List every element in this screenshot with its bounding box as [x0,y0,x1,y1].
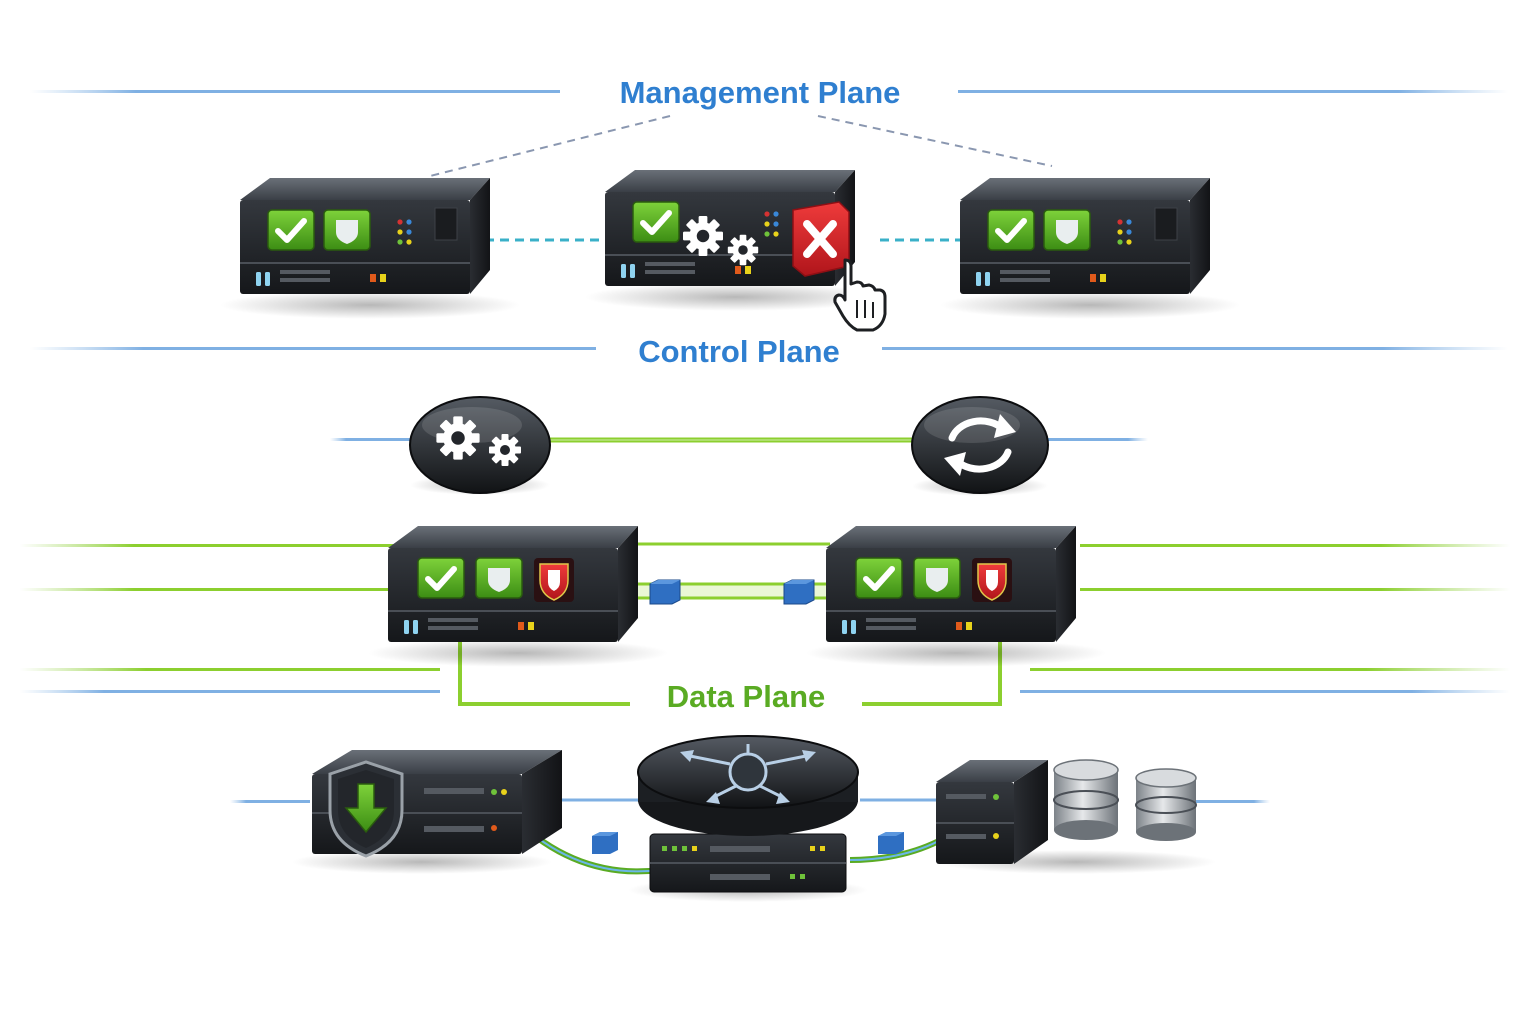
check-icon [856,558,902,598]
sync-icon [944,414,1016,476]
shield-icon [1043,209,1091,251]
control-node-sync[interactable] [911,396,1049,496]
error-x-icon[interactable] [792,201,850,277]
control-node-settings[interactable] [409,396,551,495]
check-icon [988,210,1034,250]
shield-icon [475,557,523,599]
shield-download-icon [328,760,404,858]
storage-server[interactable] [936,759,1216,874]
check-icon [633,202,679,242]
packet-icon [783,579,815,605]
core-router-switch[interactable] [628,735,868,902]
check-icon [418,558,464,598]
packet-icon [592,832,618,854]
management-fanout-lines [429,115,1053,177]
data-plane-label: Data Plane [667,679,826,714]
red-shield-icon [534,558,574,602]
forwarding-device-left[interactable] [368,526,668,667]
management-rule-left [30,90,560,93]
database-icon [1053,759,1197,841]
packet-icon [878,832,904,854]
router-icon [680,744,816,804]
management-rule-right [958,90,1508,93]
red-shield-icon [972,558,1012,602]
check-icon [268,210,314,250]
security-server[interactable] [292,750,562,874]
managed-device-right[interactable] [940,178,1240,319]
control-rule-left [30,347,596,350]
control-node-link [330,437,1148,443]
data-plane-background-lines [20,542,1510,693]
control-plane-header: Control Plane [30,334,1508,369]
shield-icon [913,557,961,599]
shield-icon [323,209,371,251]
management-plane-header: Management Plane [30,75,1508,110]
control-rule-right [882,347,1508,350]
management-plane-label: Management Plane [620,75,901,110]
packet-icon [649,579,681,605]
forwarding-device-right[interactable] [806,526,1106,667]
managed-device-center[interactable] [585,170,887,332]
managed-device-left[interactable] [220,178,520,319]
hand-pointer-icon [833,258,887,332]
control-plane-label: Control Plane [638,334,840,369]
